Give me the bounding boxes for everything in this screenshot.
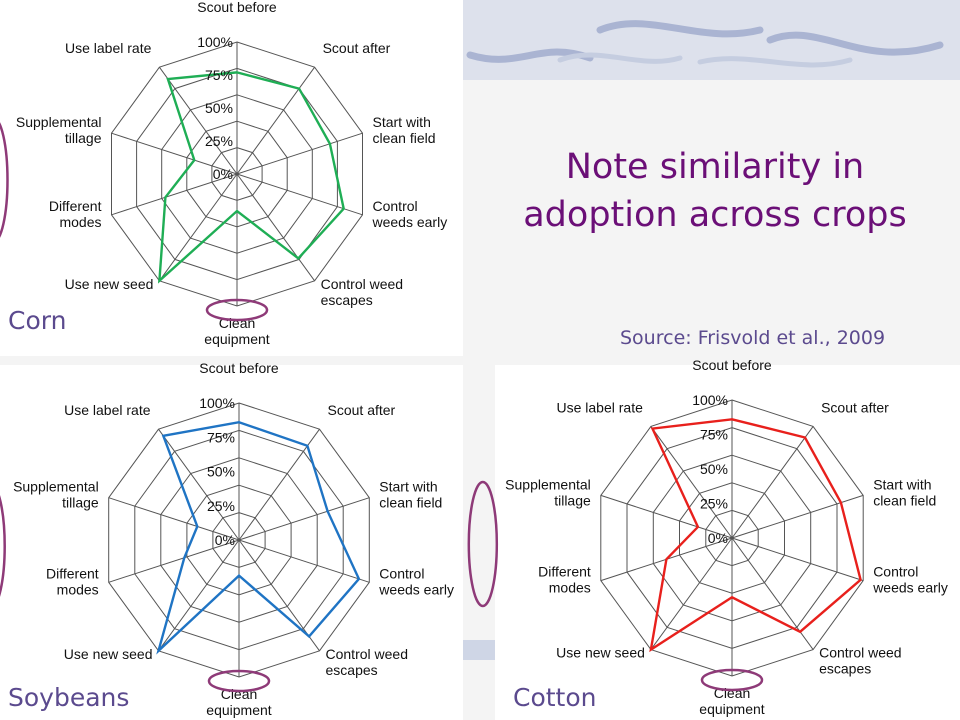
cotton-axis-spoke	[650, 426, 733, 539]
slide-note: Note similarity in adoption across crops	[523, 147, 907, 235]
soybeans-series-line	[156, 420, 361, 655]
cotton-axis-spoke	[600, 494, 733, 539]
corn-axis-spoke	[236, 173, 363, 216]
corn-axis-spoke	[236, 132, 363, 175]
corn-tick-label: 75%	[205, 67, 233, 83]
cotton-tick-label: 0%	[708, 530, 728, 546]
corn-tick-label: 50%	[205, 100, 233, 116]
soybeans-axis-spoke	[238, 428, 320, 541]
soybeans-axis-label: Use label rate	[64, 402, 151, 418]
cotton-highlight-modes-tillage	[467, 480, 499, 608]
corn-axis-spoke	[111, 173, 238, 216]
cotton-axis-spoke	[731, 426, 814, 539]
cotton-axis-label: Use label rate	[557, 399, 644, 415]
cotton-tick-label: 25%	[700, 496, 728, 512]
soybeans-axis-spoke	[238, 539, 370, 583]
cotton-axis-spoke	[650, 537, 733, 650]
corn-axis-spoke	[236, 173, 316, 282]
cotton-axis-spoke	[731, 537, 864, 582]
soybeans-axis-spoke	[158, 539, 240, 652]
cotton-series-line	[649, 418, 862, 653]
cotton-tick-label: 75%	[700, 427, 728, 443]
corn-highlight-modes-tillage	[0, 122, 9, 238]
corn-tick-label: 100%	[197, 34, 233, 50]
cotton-axis-label: Scout after	[821, 399, 889, 415]
corn-axis-label: Use new seed	[65, 276, 154, 292]
soybeans-axis-spoke	[108, 539, 240, 583]
corn-axis-label: Scout before	[197, 0, 277, 15]
soybeans-axis-label: Scout after	[328, 402, 396, 418]
cotton-highlight-clean-equipment	[700, 668, 764, 692]
cotton-tick-label: 50%	[700, 461, 728, 477]
soybeans-axis-spoke	[108, 497, 240, 541]
corn-tick-label: 25%	[205, 133, 233, 149]
soybeans-axis-label: Scout before	[199, 360, 279, 376]
soybeans-label: Soybeans	[8, 683, 130, 712]
cotton-axis-label: Scout before	[692, 357, 772, 373]
corn-label: Corn	[8, 306, 67, 335]
soybeans-tick-label: 75%	[207, 429, 235, 445]
soybeans-tick-label: 25%	[207, 498, 235, 514]
corn-axis-spoke	[236, 66, 316, 175]
soybeans-axis-spoke	[158, 428, 240, 541]
soybeans-tick-label: 100%	[199, 395, 235, 411]
soybeans-axis-label: Use new seed	[64, 646, 153, 662]
corn-axis-spoke	[111, 132, 238, 175]
corn-tick-label: 0%	[213, 166, 233, 182]
soybeans-highlight-clean-equipment	[207, 669, 271, 693]
corn-axis-spoke	[158, 66, 238, 175]
soybeans-tick-label: 50%	[207, 464, 235, 480]
corn-axis-spoke	[158, 173, 238, 282]
soybeans-tick-label: 0%	[215, 532, 235, 548]
source-citation: Source: Frisvold et al., 2009	[620, 327, 886, 349]
cotton-label: Cotton	[513, 683, 597, 712]
soybeans-axis-spoke	[238, 497, 370, 541]
cotton-tick-label: 100%	[692, 392, 728, 408]
corn-axis-label: Scout after	[323, 40, 391, 56]
corn-highlight-clean-equipment	[205, 298, 269, 322]
cotton-axis-spoke	[731, 537, 814, 650]
cotton-axis-label: Use new seed	[556, 645, 645, 661]
corn-axis-label: Use label rate	[65, 40, 152, 56]
soybeans-highlight-modes-tillage	[0, 495, 6, 597]
